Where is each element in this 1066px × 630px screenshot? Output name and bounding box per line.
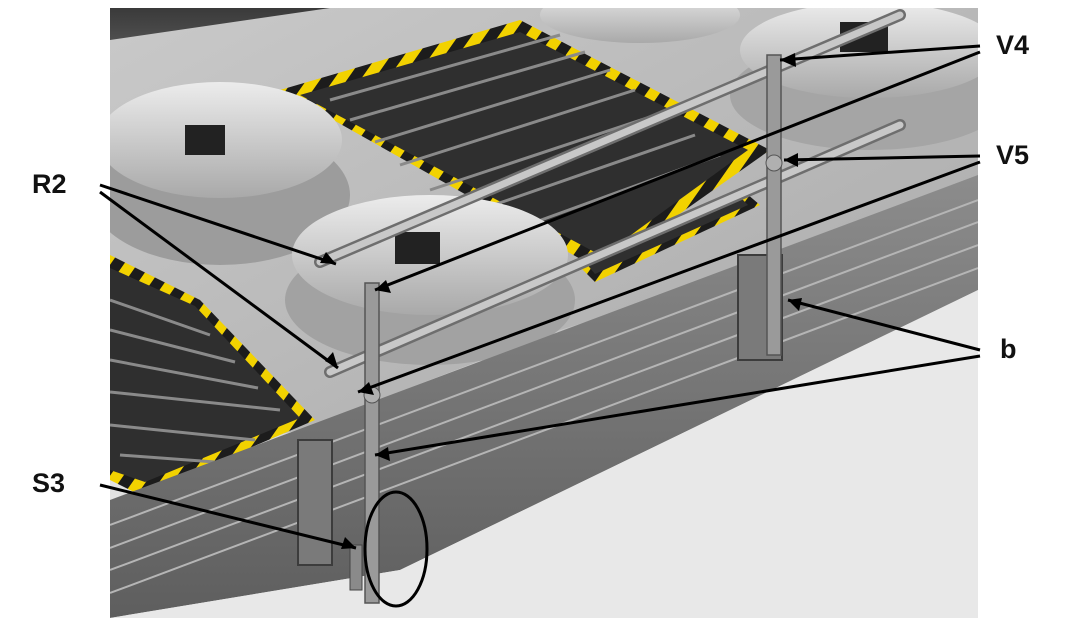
- leader-v5-a: [783, 154, 981, 162]
- leader-s3: [99, 483, 357, 550]
- leader-b-b: [374, 354, 981, 457]
- guard-rail: [314, 9, 906, 378]
- label-s3: S3: [32, 468, 66, 498]
- label-v4: V4: [996, 30, 1030, 60]
- mounting-bracket: [297, 439, 333, 566]
- leader-v4-b: [374, 50, 981, 292]
- detail-highlight-ellipse: [363, 490, 429, 608]
- fan-shroud: [110, 82, 350, 265]
- fan-shroud: [285, 195, 575, 365]
- leader-v4-a: [779, 44, 981, 62]
- leader-r2-b: [99, 190, 339, 370]
- leader-arrowheads: [320, 53, 802, 549]
- leader-v5-b: [357, 160, 981, 394]
- label-b: b: [1000, 334, 1017, 364]
- leader-r2-a: [99, 183, 337, 266]
- label-v5: V5: [996, 140, 1030, 170]
- leader-b-a: [787, 298, 981, 352]
- label-r2: R2: [32, 169, 67, 199]
- leader-lines: [99, 44, 981, 550]
- unit-render: [110, 8, 978, 618]
